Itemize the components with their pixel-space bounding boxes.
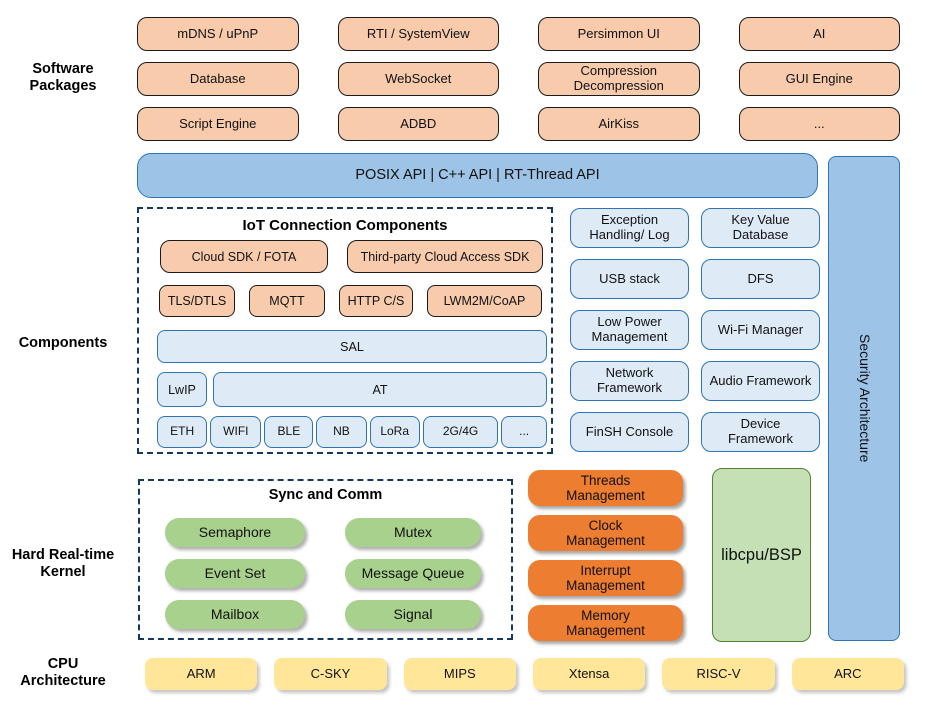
box-cloud-sdk-fota: Cloud SDK / FOTA	[160, 240, 328, 273]
cpu-architecture-row: ARM C-SKY MIPS Xtensa RISC-V ARC	[145, 658, 904, 690]
box-adbd: ADBD	[337, 107, 499, 141]
box-tls-dtls: TLS/DTLS	[159, 285, 235, 317]
box-risc-v: RISC-V	[662, 658, 775, 690]
box-dfs: DFS	[701, 259, 820, 299]
box-mqtt: MQTT	[249, 285, 325, 317]
iot-protocol-row: TLS/DTLS MQTT HTTP C/S LWM2M/CoAP	[159, 285, 542, 317]
box-message-queue: Message Queue	[345, 559, 481, 588]
box-at: AT	[213, 372, 547, 407]
box-xtensa: Xtensa	[532, 658, 646, 690]
iot-sdk-row: Cloud SDK / FOTA Third-party Cloud Acces…	[160, 240, 543, 273]
box-arm: ARM	[145, 658, 258, 690]
label-hard-realtime-kernel: Hard Real-time Kernel	[11, 547, 115, 581]
box-lora: LoRa	[369, 416, 420, 448]
box-key-value-database: Key Value Database	[701, 208, 820, 248]
box-clock-management: Clock Management	[528, 515, 683, 551]
box-c-sky: C-SKY	[274, 658, 387, 690]
box-airkiss: AirKiss	[538, 107, 700, 141]
sync-grid: Semaphore Mutex Event Set Message Queue …	[165, 518, 481, 629]
components-grid: Exception Handling/ Log Key Value Databa…	[570, 208, 820, 452]
box-lwm2m-coap: LWM2M/CoAP	[427, 285, 542, 317]
box-sal: SAL	[157, 330, 547, 363]
sync-group-title: Sync and Comm	[268, 487, 383, 503]
iot-stack-row: LwIP AT	[157, 372, 547, 407]
box-signal: Signal	[345, 600, 481, 629]
box-semaphore: Semaphore	[165, 518, 305, 547]
security-architecture-bar: Security Architecture	[828, 156, 900, 641]
box-usb-stack: USB stack	[570, 259, 689, 299]
api-bar: POSIX API | C++ API | RT-Thread API	[137, 153, 818, 198]
kernel-management-column: Threads Management Clock Management Inte…	[528, 470, 683, 641]
software-packages-grid: mDNS / uPnP RTI / SystemView Persimmon U…	[137, 17, 900, 141]
label-cpu-architecture: CPU Architecture	[20, 656, 106, 690]
box-low-power-management: Low Power Management	[570, 310, 689, 350]
box-exception-handling-log: Exception Handling/ Log	[570, 208, 689, 248]
box-2g-4g: 2G/4G	[422, 416, 499, 448]
box-rti-systemview: RTI / SystemView	[337, 17, 499, 51]
box-eth: ETH	[157, 416, 208, 448]
box-more-packages: ...	[738, 107, 900, 141]
box-third-party-cloud-access-sdk: Third-party Cloud Access SDK	[347, 240, 543, 273]
box-mips: MIPS	[403, 658, 516, 690]
box-event-set: Event Set	[165, 559, 305, 588]
box-websocket: WebSocket	[337, 62, 499, 96]
box-finsh-console: FinSH Console	[570, 412, 689, 452]
box-audio-framework: Audio Framework	[701, 361, 820, 401]
label-components: Components	[18, 335, 108, 351]
box-nb: NB	[316, 416, 367, 448]
box-gui-engine: GUI Engine	[738, 62, 900, 96]
box-interrupt-management: Interrupt Management	[528, 560, 683, 596]
box-http-cs: HTTP C/S	[339, 285, 413, 317]
iot-group-title: IoT Connection Components	[242, 217, 448, 234]
box-persimmon-ui: Persimmon UI	[538, 17, 700, 51]
box-threads-management: Threads Management	[528, 470, 683, 506]
box-script-engine: Script Engine	[137, 107, 299, 141]
box-mutex: Mutex	[345, 518, 481, 547]
iot-link-row: ETH WIFI BLE NB LoRa 2G/4G ...	[157, 416, 547, 448]
box-wifi: WIFI	[210, 416, 262, 448]
box-network-framework: Network Framework	[570, 361, 689, 401]
box-compression-decompression: Compression Decompression	[538, 62, 700, 96]
libcpu-bsp-box: libcpu/BSP	[712, 468, 811, 642]
sync-and-comm-group: Sync and Comm Semaphore Mutex Event Set …	[138, 479, 513, 640]
box-mdns-upnp: mDNS / uPnP	[137, 17, 299, 51]
box-memory-management: Memory Management	[528, 605, 683, 641]
box-wifi-manager: Wi-Fi Manager	[701, 310, 820, 350]
box-more-links: ...	[501, 416, 547, 448]
box-mailbox: Mailbox	[165, 600, 305, 629]
iot-connection-components-group: IoT Connection Components Cloud SDK / FO…	[137, 207, 553, 454]
box-ble: BLE	[264, 416, 314, 448]
box-lwip: LwIP	[157, 372, 207, 407]
box-arc: ARC	[791, 658, 904, 690]
box-device-framework: Device Framework	[701, 412, 820, 452]
box-ai: AI	[738, 17, 900, 51]
label-software-packages: Software Packages	[29, 61, 97, 95]
box-database: Database	[137, 62, 299, 96]
